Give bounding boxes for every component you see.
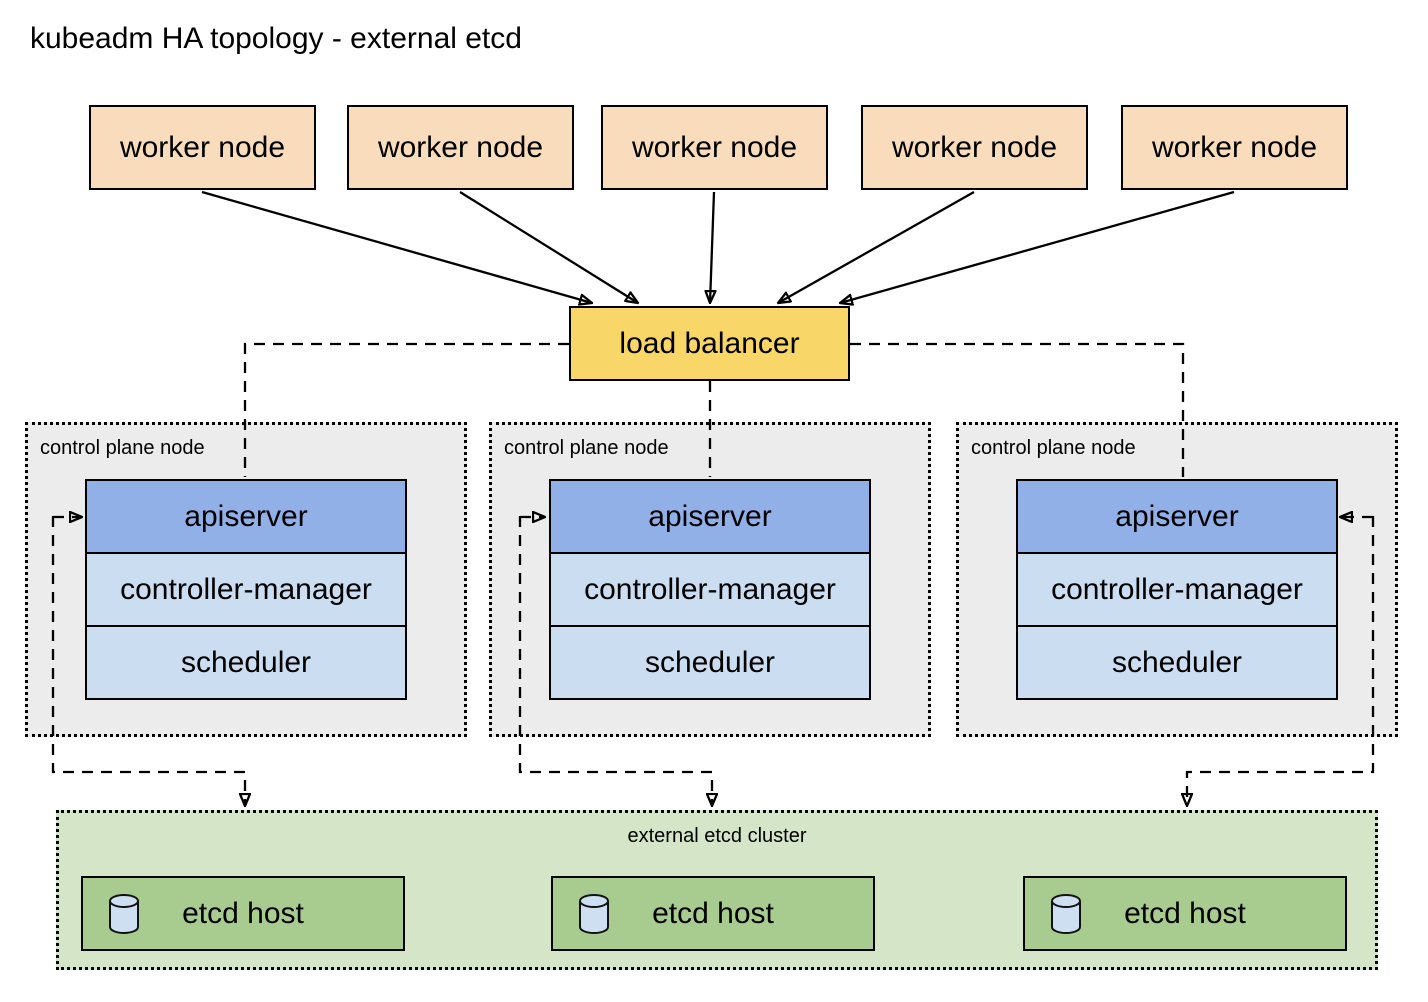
control-plane-node-box-2: control plane node apiserver controller-… <box>489 422 931 737</box>
etcd-host-box-2: etcd host <box>551 876 875 951</box>
worker-node-label: worker node <box>891 130 1058 164</box>
diagram-title: kubeadm HA topology - external etcd <box>30 22 522 55</box>
scheduler-label: scheduler <box>180 645 312 679</box>
scheduler-box: scheduler <box>549 625 871 700</box>
database-cylinder-icon <box>109 893 139 934</box>
arrow-worker-3-to-load-balancer <box>710 191 714 303</box>
etcd-host-box-1: etcd host <box>81 876 405 951</box>
controller-manager-label: controller-manager <box>120 572 372 606</box>
control-plane-node-box-3: control plane node apiserver controller-… <box>956 422 1398 737</box>
worker-node-box-2: worker node <box>347 105 574 190</box>
controller-manager-box: controller-manager <box>85 552 407 627</box>
arrow-worker-2-to-load-balancer <box>459 191 638 303</box>
apiserver-label: apiserver <box>648 499 772 533</box>
apiserver-label: apiserver <box>1115 499 1239 533</box>
control-plane-node-label: control plane node <box>504 437 669 459</box>
scheduler-box: scheduler <box>1016 625 1338 700</box>
worker-node-box-5: worker node <box>1121 105 1348 190</box>
scheduler-label: scheduler <box>644 645 776 679</box>
worker-node-box-1: worker node <box>89 105 316 190</box>
worker-node-label: worker node <box>377 130 544 164</box>
worker-node-label: worker node <box>631 130 798 164</box>
apiserver-box: apiserver <box>1016 479 1338 554</box>
arrow-worker-5-to-load-balancer <box>840 190 1235 303</box>
apiserver-label: apiserver <box>184 499 308 533</box>
etcd-host-label: etcd host <box>182 896 304 930</box>
apiserver-box: apiserver <box>85 479 407 554</box>
external-etcd-cluster-label: external etcd cluster <box>627 825 807 847</box>
load-balancer-label: load balancer <box>619 326 800 360</box>
controller-manager-label: controller-manager <box>584 572 836 606</box>
etcd-host-label: etcd host <box>1124 896 1246 930</box>
control-plane-node-label: control plane node <box>971 437 1136 459</box>
external-etcd-cluster-box: external etcd cluster etcd host etcd hos… <box>56 810 1378 970</box>
load-balancer-box: load balancer <box>569 306 850 381</box>
arrow-worker-1-to-load-balancer <box>201 190 592 303</box>
apiserver-box: apiserver <box>549 479 871 554</box>
worker-node-label: worker node <box>119 130 286 164</box>
control-plane-stack: apiserver controller-manager scheduler <box>85 479 407 700</box>
scheduler-label: scheduler <box>1111 645 1243 679</box>
control-plane-stack: apiserver controller-manager scheduler <box>1016 479 1338 700</box>
control-plane-stack: apiserver controller-manager scheduler <box>549 479 871 700</box>
controller-manager-label: controller-manager <box>1051 572 1303 606</box>
etcd-host-label: etcd host <box>652 896 774 930</box>
worker-node-label: worker node <box>1151 130 1318 164</box>
control-plane-node-label: control plane node <box>40 437 205 459</box>
worker-node-box-3: worker node <box>601 105 828 190</box>
worker-node-box-4: worker node <box>861 105 1088 190</box>
scheduler-box: scheduler <box>85 625 407 700</box>
control-plane-node-box-1: control plane node apiserver controller-… <box>25 422 467 737</box>
controller-manager-box: controller-manager <box>1016 552 1338 627</box>
database-cylinder-icon <box>1051 893 1081 934</box>
database-cylinder-icon <box>579 893 609 934</box>
controller-manager-box: controller-manager <box>549 552 871 627</box>
arrow-worker-4-to-load-balancer <box>778 190 975 303</box>
etcd-host-box-3: etcd host <box>1023 876 1347 951</box>
